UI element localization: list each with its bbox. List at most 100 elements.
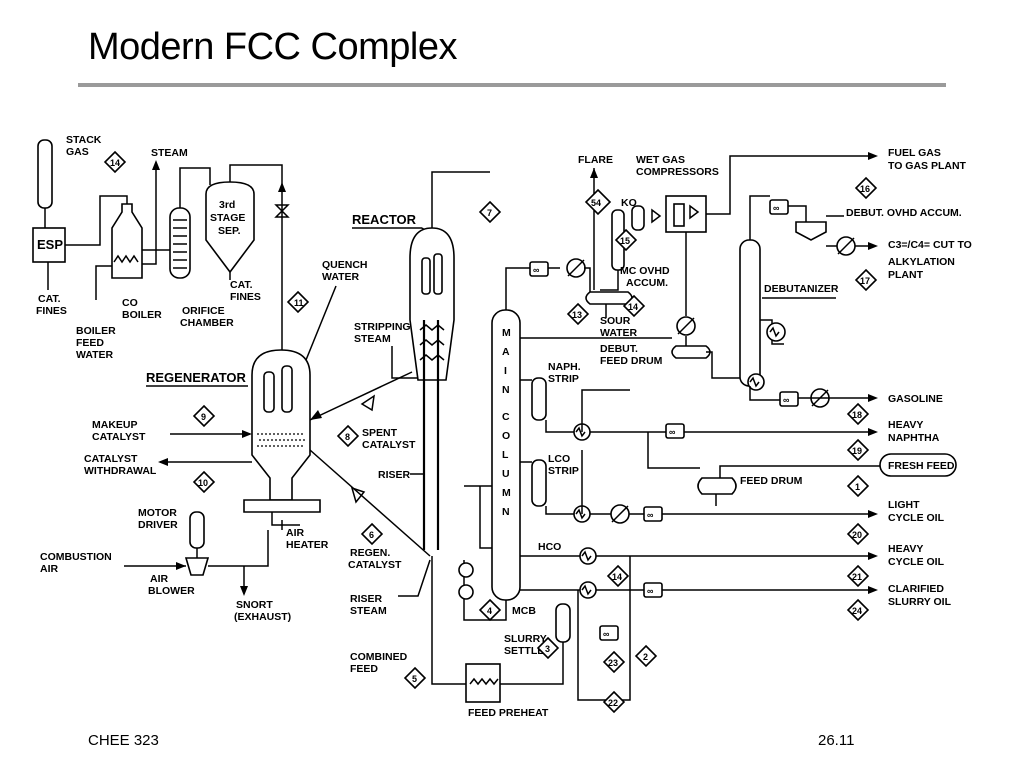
stack-gas-line2: GAS	[66, 146, 89, 158]
main-column-letter-6: O	[502, 430, 510, 442]
stream-4: 4	[487, 606, 492, 616]
air-blower-line1: AIR	[150, 573, 169, 585]
reactor-label: REACTOR	[352, 212, 417, 227]
snort-line1: SNORT	[236, 599, 273, 611]
regenerator-vessel	[251, 349, 311, 501]
boiler-feed-water-line1: BOILER	[76, 325, 116, 337]
air-heater-line2: HEATER	[286, 539, 329, 551]
strippers: NAPH. STRIP LCO STRIP HCO	[520, 361, 870, 591]
stack-section: ESP CAT. FINES STACK GAS	[32, 134, 102, 317]
feed-drum: FEED DRUM FRESH FEED	[697, 453, 957, 506]
combustion-air-line1: COMBUSTION	[40, 551, 112, 563]
lco-strip-line1: LCO	[548, 453, 570, 465]
main-column-letter-4: N	[502, 384, 510, 396]
stream-54: 54	[591, 198, 601, 208]
spent-catalyst-line2: CATALYST	[362, 439, 416, 451]
product-20-line1: LIGHT	[888, 499, 920, 511]
product-19-number: 19	[852, 446, 862, 456]
motor-driver-line1: MOTOR	[138, 507, 177, 519]
stream-6: 6	[369, 530, 374, 540]
product-16-line2: TO GAS PLANT	[888, 160, 967, 172]
mcb-label: MCB	[512, 605, 536, 617]
combustion-air-line2: AIR	[40, 563, 59, 575]
product-16-line1: FUEL GAS	[888, 147, 941, 159]
fresh-feed-label: FRESH FEED	[888, 460, 955, 472]
product-24-line2: SLURRY OIL	[888, 596, 952, 608]
wet-gas-compressors-line2: COMPRESSORS	[636, 166, 719, 178]
debut-feed-drum-line1: DEBUT.	[600, 343, 638, 355]
esp-label: ESP	[37, 237, 63, 252]
product-21-line2: CYCLE OIL	[888, 556, 945, 568]
stage-sep-line2: STAGE	[210, 212, 245, 224]
stream-14b: 14	[612, 572, 622, 582]
debut-feed-drum-line2: FEED DRUM	[600, 355, 663, 367]
product-20-number: 20	[852, 530, 862, 540]
mc-ovhd-accum-line1: MC OVHD	[620, 265, 670, 277]
fresh-feed-box	[879, 453, 957, 477]
boiler-feed-water-line2: FEED	[76, 337, 104, 349]
stream-7: 7	[487, 208, 492, 218]
stream-markers: 14 11 9 10 8 6 7 5 4 3 54 15 13 14 14 2 …	[103, 150, 878, 714]
co-boiler-line2: BOILER	[122, 309, 162, 321]
air-blower-line2: BLOWER	[148, 585, 195, 597]
regenerator-streams: MAKEUP CATALYST CATALYST WITHDRAWAL MOTO…	[40, 419, 291, 623]
stream-1: 1	[855, 482, 860, 492]
quench-water-line2: WATER	[322, 271, 360, 283]
riser-steam-line2: STEAM	[350, 605, 387, 617]
catalyst-withdrawal-line1: CATALYST	[84, 453, 138, 465]
product-20-line2: CYCLE OIL	[888, 512, 945, 524]
air-heater-line1: AIR	[286, 527, 305, 539]
footer-course-code: CHEE 323	[88, 732, 159, 749]
svg-text:∞: ∞	[669, 427, 676, 437]
wet-gas-compressors-line1: WET GAS	[636, 154, 685, 166]
product-outlets: FUEL GAS TO GAS PLANT C3=/C4= CUT TO ALK…	[868, 147, 972, 608]
product-24-line1: CLARIFIED	[888, 583, 944, 595]
stream-3: 3	[545, 644, 550, 654]
stage-sep-line1: 3rd	[219, 199, 235, 211]
catalyst-withdrawal-line2: WITHDRAWAL	[84, 465, 157, 477]
regenerator-label: REGENERATOR	[146, 370, 247, 385]
feed-drum-label: FEED DRUM	[740, 475, 803, 487]
regenerator: REGENERATOR AIR HEATER	[146, 349, 329, 551]
main-column-letter-2: A	[502, 346, 510, 358]
esp-box	[32, 227, 66, 263]
svg-text:∞: ∞	[783, 395, 790, 405]
steam-label: STEAM	[151, 147, 188, 159]
hco-label: HCO	[538, 541, 561, 553]
co-boiler-line1: CO	[122, 297, 138, 309]
cat-fines-left-line1: CAT.	[38, 293, 61, 305]
stack	[37, 139, 53, 209]
stream-12: 14	[110, 158, 120, 168]
product-16-number: 16	[860, 184, 870, 194]
svg-text:∞: ∞	[647, 510, 654, 520]
naph-strip-line1: NAPH.	[548, 361, 581, 373]
motor-driver-line2: DRIVER	[138, 519, 178, 531]
reactor: REACTOR STRIPPING STEAM QUENCH WATER SPE…	[305, 171, 490, 685]
debutanizer: DEBUTANIZER ∞ DEBUT. OVHD ACCUM. ∞	[739, 195, 962, 408]
stream-10: 10	[198, 478, 208, 488]
stream-2: 2	[643, 652, 648, 662]
stream-23: 23	[608, 658, 618, 668]
product-17-number: 17	[860, 276, 870, 286]
svg-text:∞: ∞	[773, 203, 780, 213]
stream-8: 8	[345, 432, 350, 442]
debutanizer-label: DEBUTANIZER	[764, 283, 839, 295]
main-column-letter-5: C	[502, 411, 510, 423]
cat-fines-right-line2: FINES	[230, 291, 261, 303]
sour-water-line2: WATER	[600, 327, 638, 339]
makeup-catalyst-line1: MAKEUP	[92, 419, 138, 431]
product-19-line2: NAPHTHA	[888, 432, 940, 444]
main-column-letter-3: I	[504, 365, 507, 377]
stripping-steam-line1: STRIPPING	[354, 321, 411, 333]
third-stage-separator: 3rd STAGE SEP. CAT. FINES	[205, 164, 290, 350]
stream-22: 22	[608, 698, 618, 708]
stream-13: 13	[572, 310, 582, 320]
debut-ovhd-accum-label: DEBUT. OVHD ACCUM.	[846, 207, 962, 219]
main-column: M A I N C O L U M N MCB	[463, 267, 672, 621]
co-boiler: STEAM CO BOILER BOILER FEED WATER	[65, 147, 188, 361]
regen-catalyst-line1: REGEN.	[350, 547, 390, 559]
product-17-line2: ALKYLATION	[888, 256, 955, 268]
slide-title: Modern FCC Complex	[88, 26, 458, 68]
riser-label: RISER	[378, 469, 411, 481]
product-21-number: 21	[852, 572, 862, 582]
